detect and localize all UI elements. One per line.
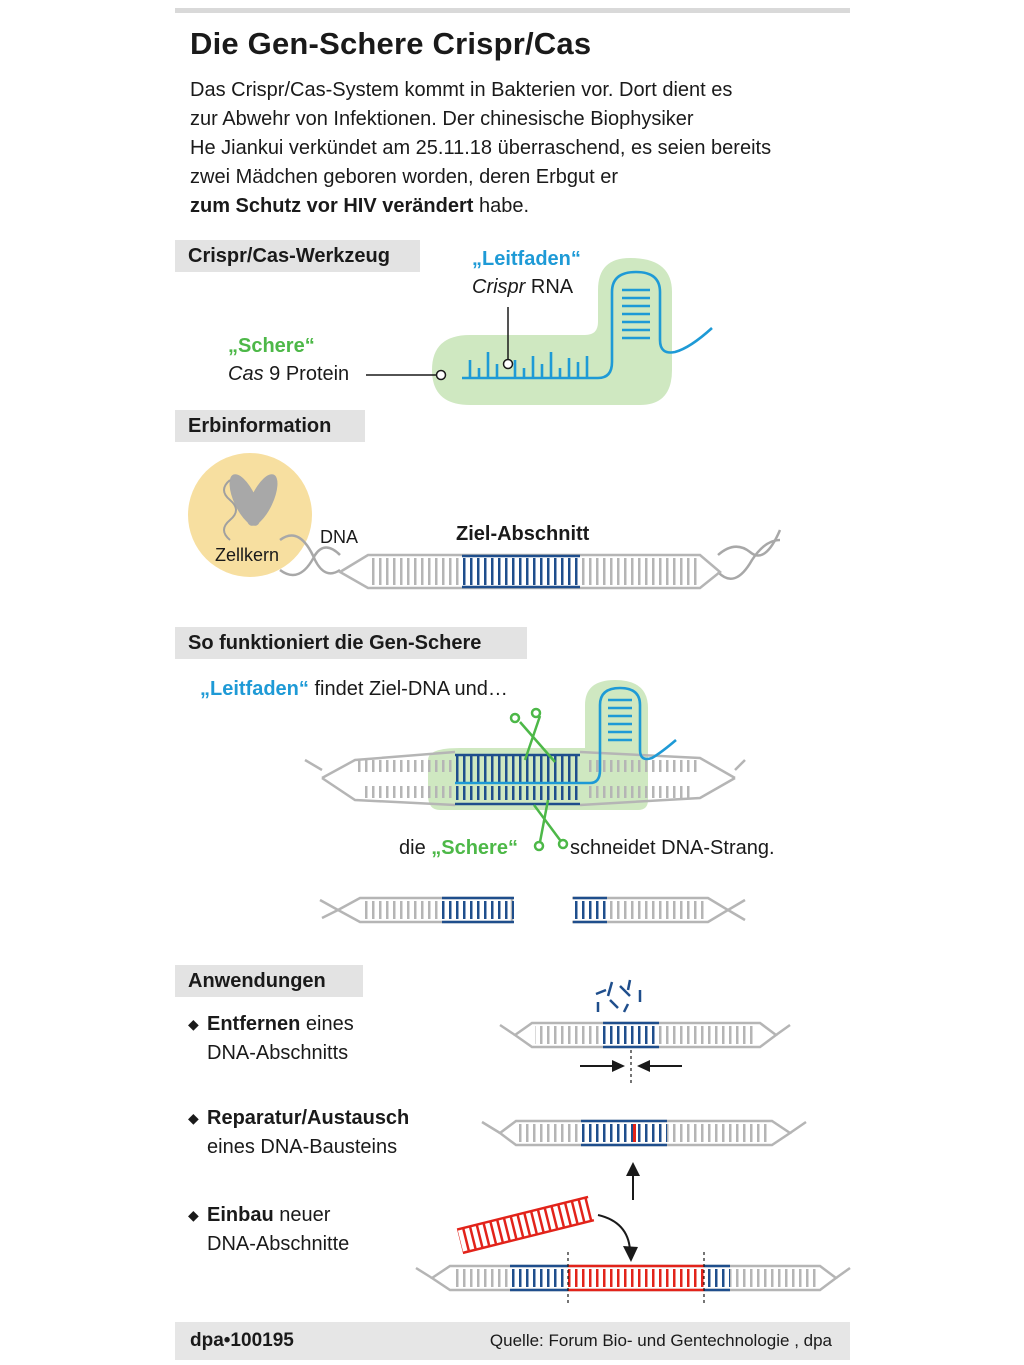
step2-text-left: die „Schere“ (399, 837, 518, 860)
scissors-icon-top (509, 707, 556, 763)
scissors-label: „Schere“ (228, 335, 315, 357)
guide-rna-bound (455, 686, 677, 785)
intro-line: zum Schutz vor HIV verändert habe. (190, 192, 840, 221)
dna-cut-left (319, 896, 514, 924)
scissors-pointer-dot (435, 369, 447, 381)
dna-strand-opened (304, 750, 746, 807)
source-credit: Quelle: Forum Bio- und Gentechnologie , … (489, 1331, 832, 1350)
up-arrow-icon (626, 1162, 640, 1200)
section-header-tool: Crispr/Cas-Werkzeug (175, 240, 420, 272)
step1-rest: findet Ziel-DNA und… (308, 678, 508, 700)
intro-line: He Jiankui verkündet am 25.11.18 überras… (190, 137, 772, 159)
nucleus-label: Zellkern (215, 545, 280, 565)
use-remove-illustration (499, 979, 791, 1085)
use-item-rest: neuer (273, 1204, 331, 1226)
step2-pre: die (399, 837, 432, 859)
top-bar (175, 8, 850, 13)
bullet-icon: ◆ (188, 1110, 199, 1126)
target-label: Ziel-Abschnitt (456, 523, 590, 545)
guide-sublabel: Crispr RNA (472, 276, 573, 299)
dna-cut-right (572, 896, 746, 924)
use-item-line2: eines DNA-Bausteins (207, 1136, 398, 1158)
use-item-bold: Reparatur/Austausch (207, 1107, 410, 1129)
new-dna-segment (456, 1195, 595, 1255)
dna-label: DNA (320, 527, 359, 547)
use-insert-illustration (415, 1195, 851, 1306)
use-item-line: Reparatur/Austausch (207, 1104, 409, 1132)
intro-bold: zum Schutz vor HIV verändert (190, 195, 474, 217)
use-item-rest: eines (300, 1013, 354, 1035)
section-header-uses: Anwendungen (175, 965, 363, 997)
bullet-icon: ◆ (188, 1207, 199, 1223)
lower-gray-rungs-right (585, 786, 693, 798)
step1-guide: „Leitfaden“ (200, 678, 309, 700)
upper-gray-rungs-right (585, 760, 697, 772)
step1-text: „Leitfaden“ findet Ziel-DNA und… (200, 678, 508, 701)
use-item-line2: DNA-Abschnitte (207, 1233, 350, 1255)
dna-helix-left (279, 534, 341, 577)
dna-illustration (188, 453, 782, 590)
target-rungs-upper (455, 756, 580, 782)
lower-gray-rungs-left (362, 786, 454, 798)
dna-strand-erbinfo (337, 553, 722, 590)
guide-sub-italic: Crispr (472, 276, 526, 298)
page-title: Die Gen-Schere Crispr/Cas (190, 26, 592, 61)
cas9-tool-illustration (366, 258, 713, 405)
guide-sub-rest: RNA (525, 276, 574, 298)
dna-helix-right (717, 529, 782, 580)
bullet-icon: ◆ (188, 1016, 199, 1032)
chromosome-icon (229, 474, 278, 526)
scissors-sub-rest: 9 Protein (263, 363, 350, 385)
use-item-line2: DNA-Abschnitts (207, 1042, 349, 1064)
use-item-bold: Entfernen (207, 1013, 301, 1035)
guide-label: „Leitfaden“ (472, 248, 581, 270)
intro-text: Das Crispr/Cas-System kommt in Bakterien… (190, 76, 840, 221)
removed-fragments (595, 979, 642, 1013)
guide-pointer-dot (502, 358, 514, 370)
section-header-howto: So funktioniert die Gen-Schere (175, 627, 527, 659)
upper-gray-rungs-left (358, 760, 453, 772)
section-header-dna: Erbinformation (175, 410, 365, 442)
dpa-logo: dpa•100195 (190, 1330, 294, 1351)
use-item-bold: Einbau (207, 1204, 274, 1226)
intro-line: zur Abwehr von Infektionen. Der chinesis… (190, 108, 694, 130)
step2-scissors: „Schere“ (431, 837, 518, 859)
use-item-line: Entfernen eines (207, 1010, 354, 1038)
crispr-rna (462, 270, 713, 380)
howto-illustration (304, 680, 746, 924)
insert-arrow-icon (597, 1214, 638, 1262)
footer: dpa•100195 Quelle: Forum Bio- und Gentec… (175, 1322, 850, 1360)
intro-end: habe. (473, 195, 530, 217)
scissors-icon-bottom (532, 799, 569, 852)
intro-line: Das Crispr/Cas-System kommt in Bakterien… (190, 79, 733, 101)
scissors-sub-italic: Cas (228, 363, 264, 385)
chromatin-coil (223, 479, 237, 541)
scissors-sublabel: Cas 9 Protein (228, 363, 349, 386)
use-repair-illustration (481, 1119, 807, 1200)
use-item-line: Einbau neuer (207, 1201, 330, 1229)
close-gap-arrows (580, 1060, 682, 1072)
target-rungs-lower (455, 786, 580, 800)
step2-text-right: schneidet DNA-Strang. (570, 837, 775, 859)
intro-line: zwei Mädchen geboren worden, deren Erbgu… (190, 166, 619, 188)
